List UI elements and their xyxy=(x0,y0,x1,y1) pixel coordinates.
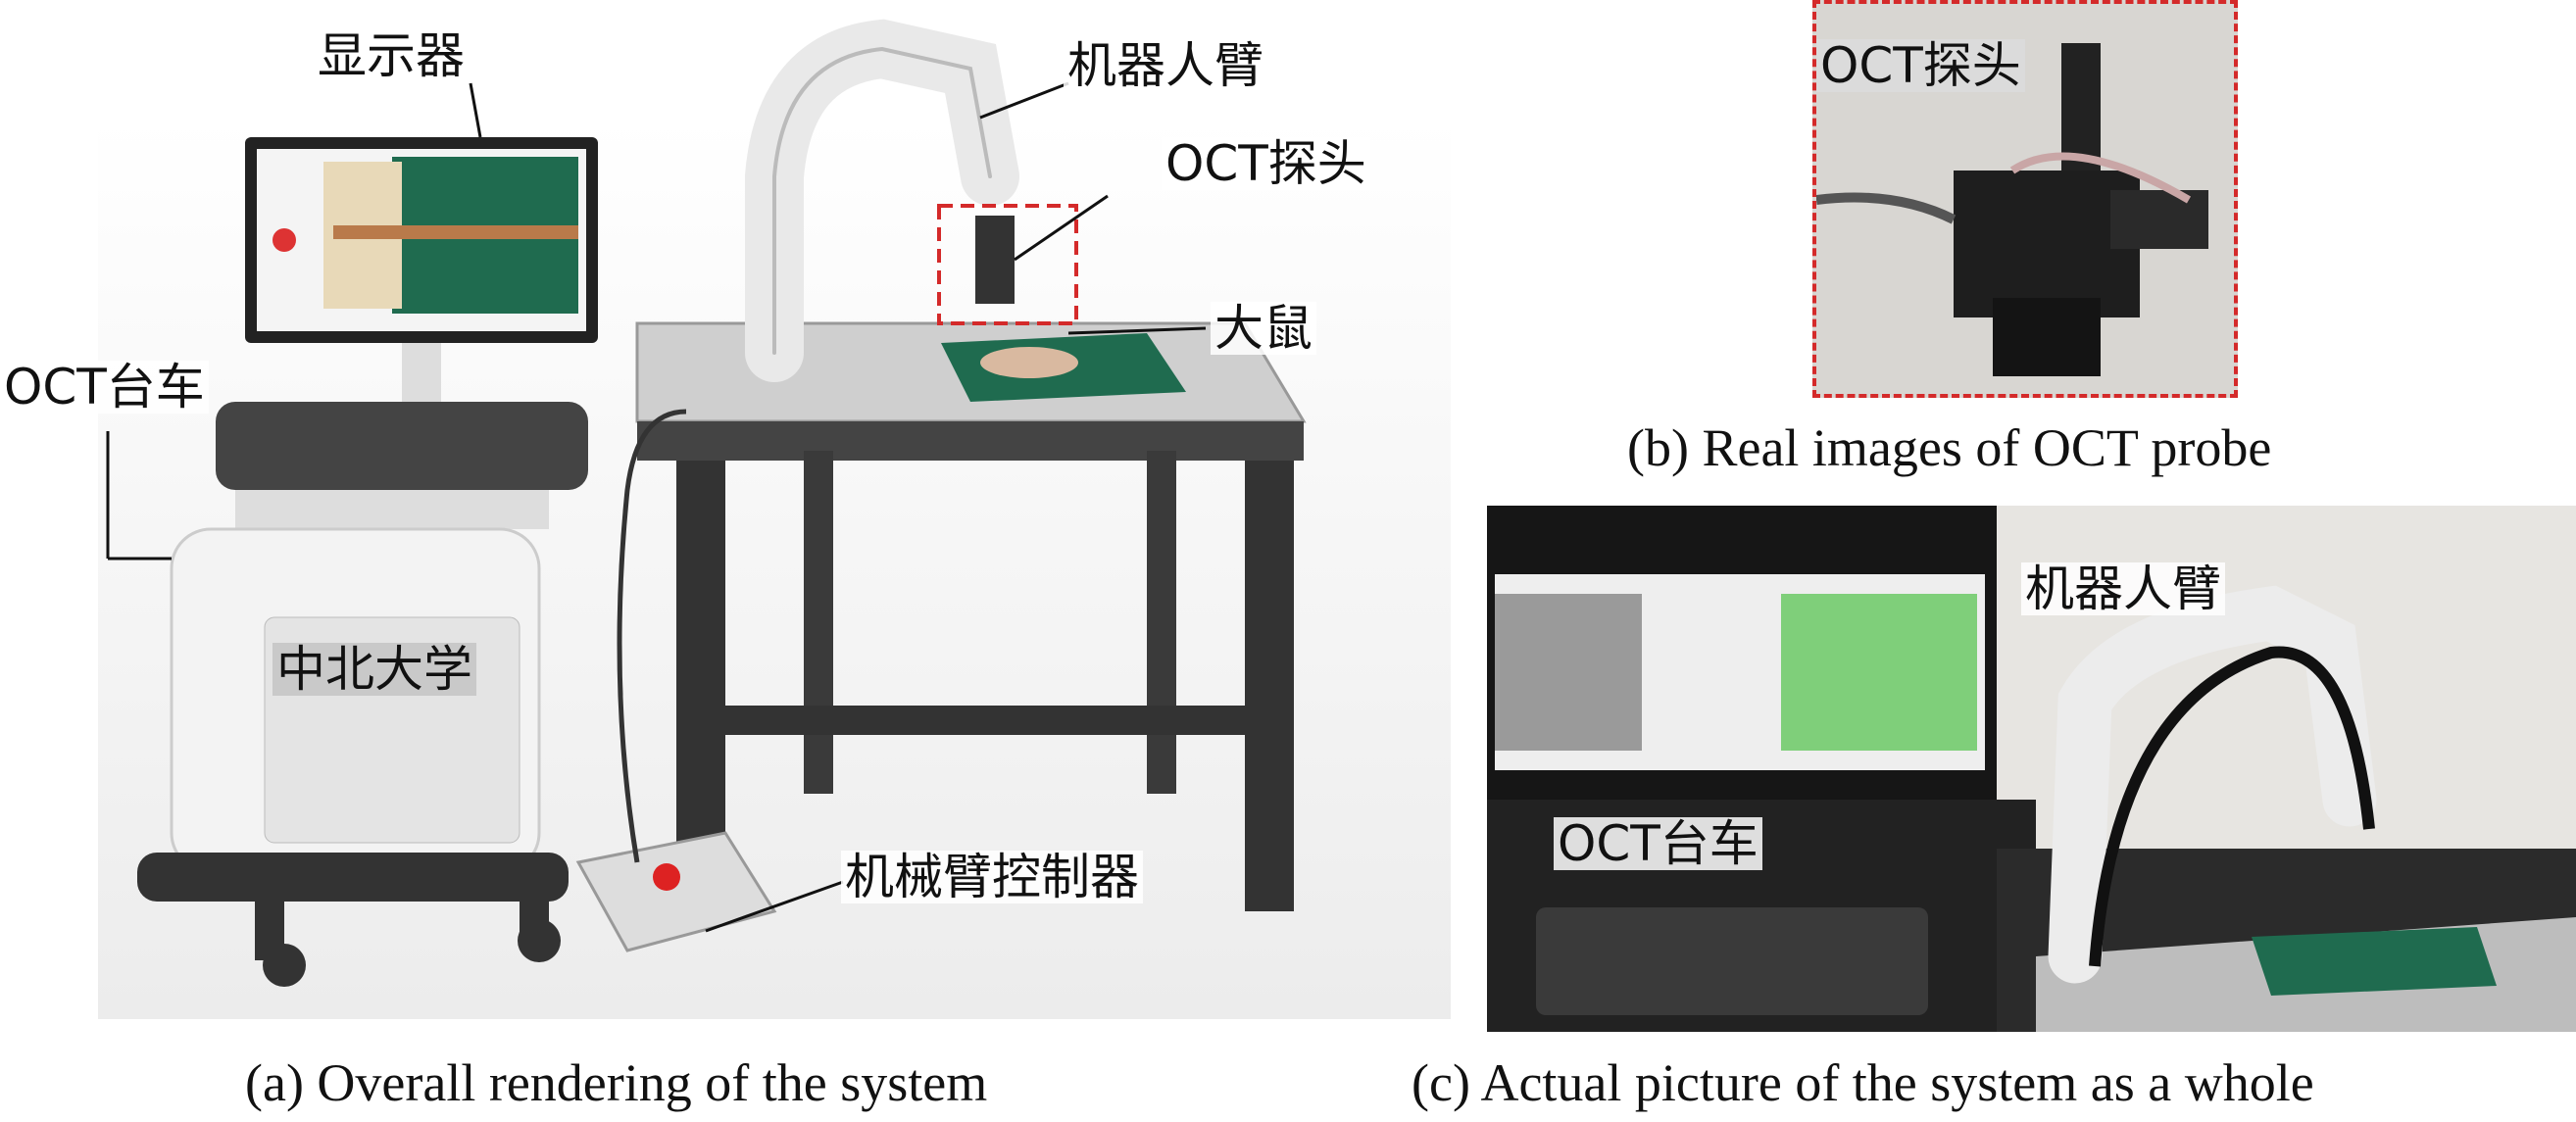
panel-a: 显示器 机器人臂 OCT探头 大鼠 OCT台车 中北大学 机械臂控制器 (a) … xyxy=(0,19,1451,1109)
label-oct-cart: OCT台车 xyxy=(0,361,209,414)
system-rendering-illustration xyxy=(98,19,1451,1019)
caption-c: (c) Actual picture of the system as a wh… xyxy=(1412,1053,2314,1112)
label-oct-cart-c: OCT台车 xyxy=(1554,817,1762,870)
label-robot-arm: 机器人臂 xyxy=(1064,39,1267,92)
label-oct-probe-b: OCT探头 xyxy=(1816,39,2025,92)
label-robot-arm-c: 机器人臂 xyxy=(2021,562,2225,615)
oct-cart xyxy=(137,402,588,987)
caption-a: (a) Overall rendering of the system xyxy=(245,1053,988,1112)
monitor xyxy=(245,137,598,402)
system-photo xyxy=(1487,506,2576,1032)
label-arm-controller: 机械臂控制器 xyxy=(841,851,1143,903)
oct-probe-photo xyxy=(1816,43,2208,376)
robot-arm xyxy=(745,19,1019,382)
label-rat: 大鼠 xyxy=(1211,302,1316,355)
label-monitor: 显示器 xyxy=(314,29,469,82)
caption-b: (b) Real images of OCT probe xyxy=(1627,418,2272,477)
panel-c: 机器人臂 OCT台车 xyxy=(1487,506,2576,1032)
arm-controller xyxy=(575,409,777,952)
panel-b: OCT探头 xyxy=(1812,0,2238,398)
label-oct-probe: OCT探头 xyxy=(1162,137,1370,190)
probe-highlight-box xyxy=(937,204,1078,325)
label-university: 中北大学 xyxy=(272,643,476,696)
